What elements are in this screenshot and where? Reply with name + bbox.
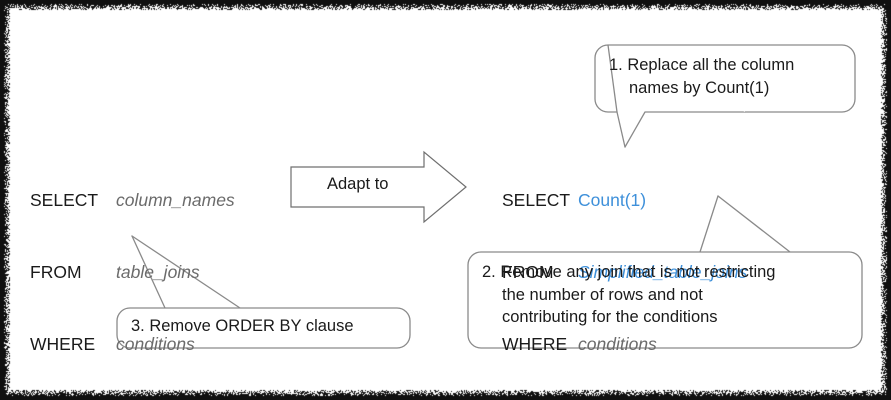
callout-3-line-1: 3. Remove ORDER BY clause — [131, 315, 406, 338]
adapted-query-line-select: SELECTCount(1) — [502, 188, 747, 212]
sql-value-count-one: Count(1) — [578, 190, 646, 210]
callout-1-line-2: names by Count(1) — [609, 77, 854, 100]
adapt-to-arrow-label: Adapt to — [327, 175, 388, 194]
sql-keyword-where-adapted: WHERE — [502, 332, 578, 356]
callout-2-line-2: the number of rows and not — [482, 284, 867, 307]
callout-1-text: 1. Replace all the column names by Count… — [609, 54, 854, 99]
callout-1-line-1: 1. Replace all the column — [609, 54, 854, 77]
original-query-line-from: FROMtable_joins — [30, 260, 235, 284]
original-query-block: SELECTcolumn_names FROMtable_joins WHERE… — [30, 140, 235, 400]
sql-keyword-from: FROM — [30, 260, 116, 284]
original-query-line-select: SELECTcolumn_names — [30, 188, 235, 212]
callout-3-text: 3. Remove ORDER BY clause — [131, 315, 406, 338]
callout-2-line-3: contributing for the conditions — [482, 306, 867, 329]
sql-value-table-joins: table_joins — [116, 262, 200, 282]
callout-2-line-1: 2. Remove any join that is not restricti… — [482, 261, 867, 284]
sql-value-column-names: column_names — [116, 190, 235, 210]
sql-keyword-select-adapted: SELECT — [502, 188, 578, 212]
callout-2-text: 2. Remove any join that is not restricti… — [482, 261, 867, 329]
sql-keyword-select: SELECT — [30, 188, 116, 212]
sql-keyword-where: WHERE — [30, 332, 116, 356]
adapted-query-line-where: WHEREconditions — [502, 332, 747, 356]
sql-value-conditions-adapted: conditions — [578, 334, 657, 354]
